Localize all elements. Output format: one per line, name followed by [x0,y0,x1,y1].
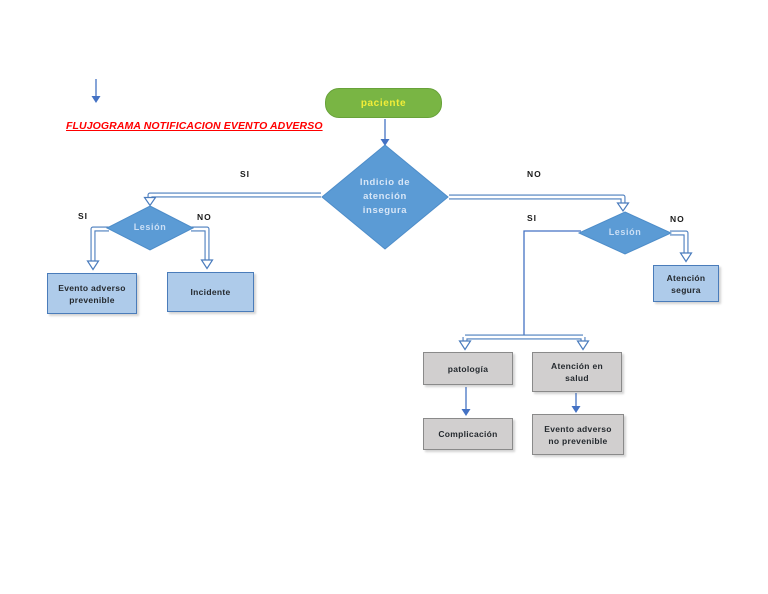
box-atencion-segura: Atención segura [653,265,719,302]
box-complicacion: Complicación [423,418,513,450]
branch-label-main-si: SI [240,169,251,179]
connector-split-bar [458,334,590,351]
start-node-label: paciente [360,97,407,109]
connector-lesion-right-no [670,230,693,263]
box-evento-adverso-prevenible: Evento adverso prevenible [47,273,137,314]
decision-indicio-label: Indicio de atención insegura [359,177,411,216]
arrow-top-left [91,79,101,103]
branch-label-lesion-right-si: SI [527,213,538,223]
box-patologia: patología [423,352,513,385]
box-evento-adverso-no-prevenible: Evento adverso no prevenible [532,414,624,455]
branch-label-lesion-left-no: NO [197,212,212,222]
decision-lesion-right-diamond [577,211,673,255]
decision-indicio-diamond [321,144,449,250]
box-incidente: Incidente [167,272,254,312]
decision-lesion-left-diamond [105,205,195,251]
connector-lesion-left-no [191,226,214,270]
connector-lesion-right-si [523,230,581,336]
box-atencion-en-salud: Atención en salud [532,352,622,392]
arrow-patologia-to-complicacion [461,387,471,416]
arrow-salud-to-evento-no-prevenible [571,393,581,413]
arrow-paciente-to-main [380,119,390,146]
decision-lesion-left-label: Lesión [133,222,167,232]
branch-label-lesion-right-no: NO [670,214,685,224]
connector-main-to-lesion-right [449,194,630,213]
connector-main-to-lesion-left [143,192,321,207]
start-node-paciente: paciente [325,88,442,118]
connector-lesion-left-si [86,226,109,271]
branch-label-main-no: NO [527,169,542,179]
decision-lesion-right-label: Lesión [608,227,642,237]
branch-label-lesion-left-si: SI [78,211,89,221]
flowchart-title: FLUJOGRAMA NOTIFICACION EVENTO ADVERSO [66,120,323,132]
